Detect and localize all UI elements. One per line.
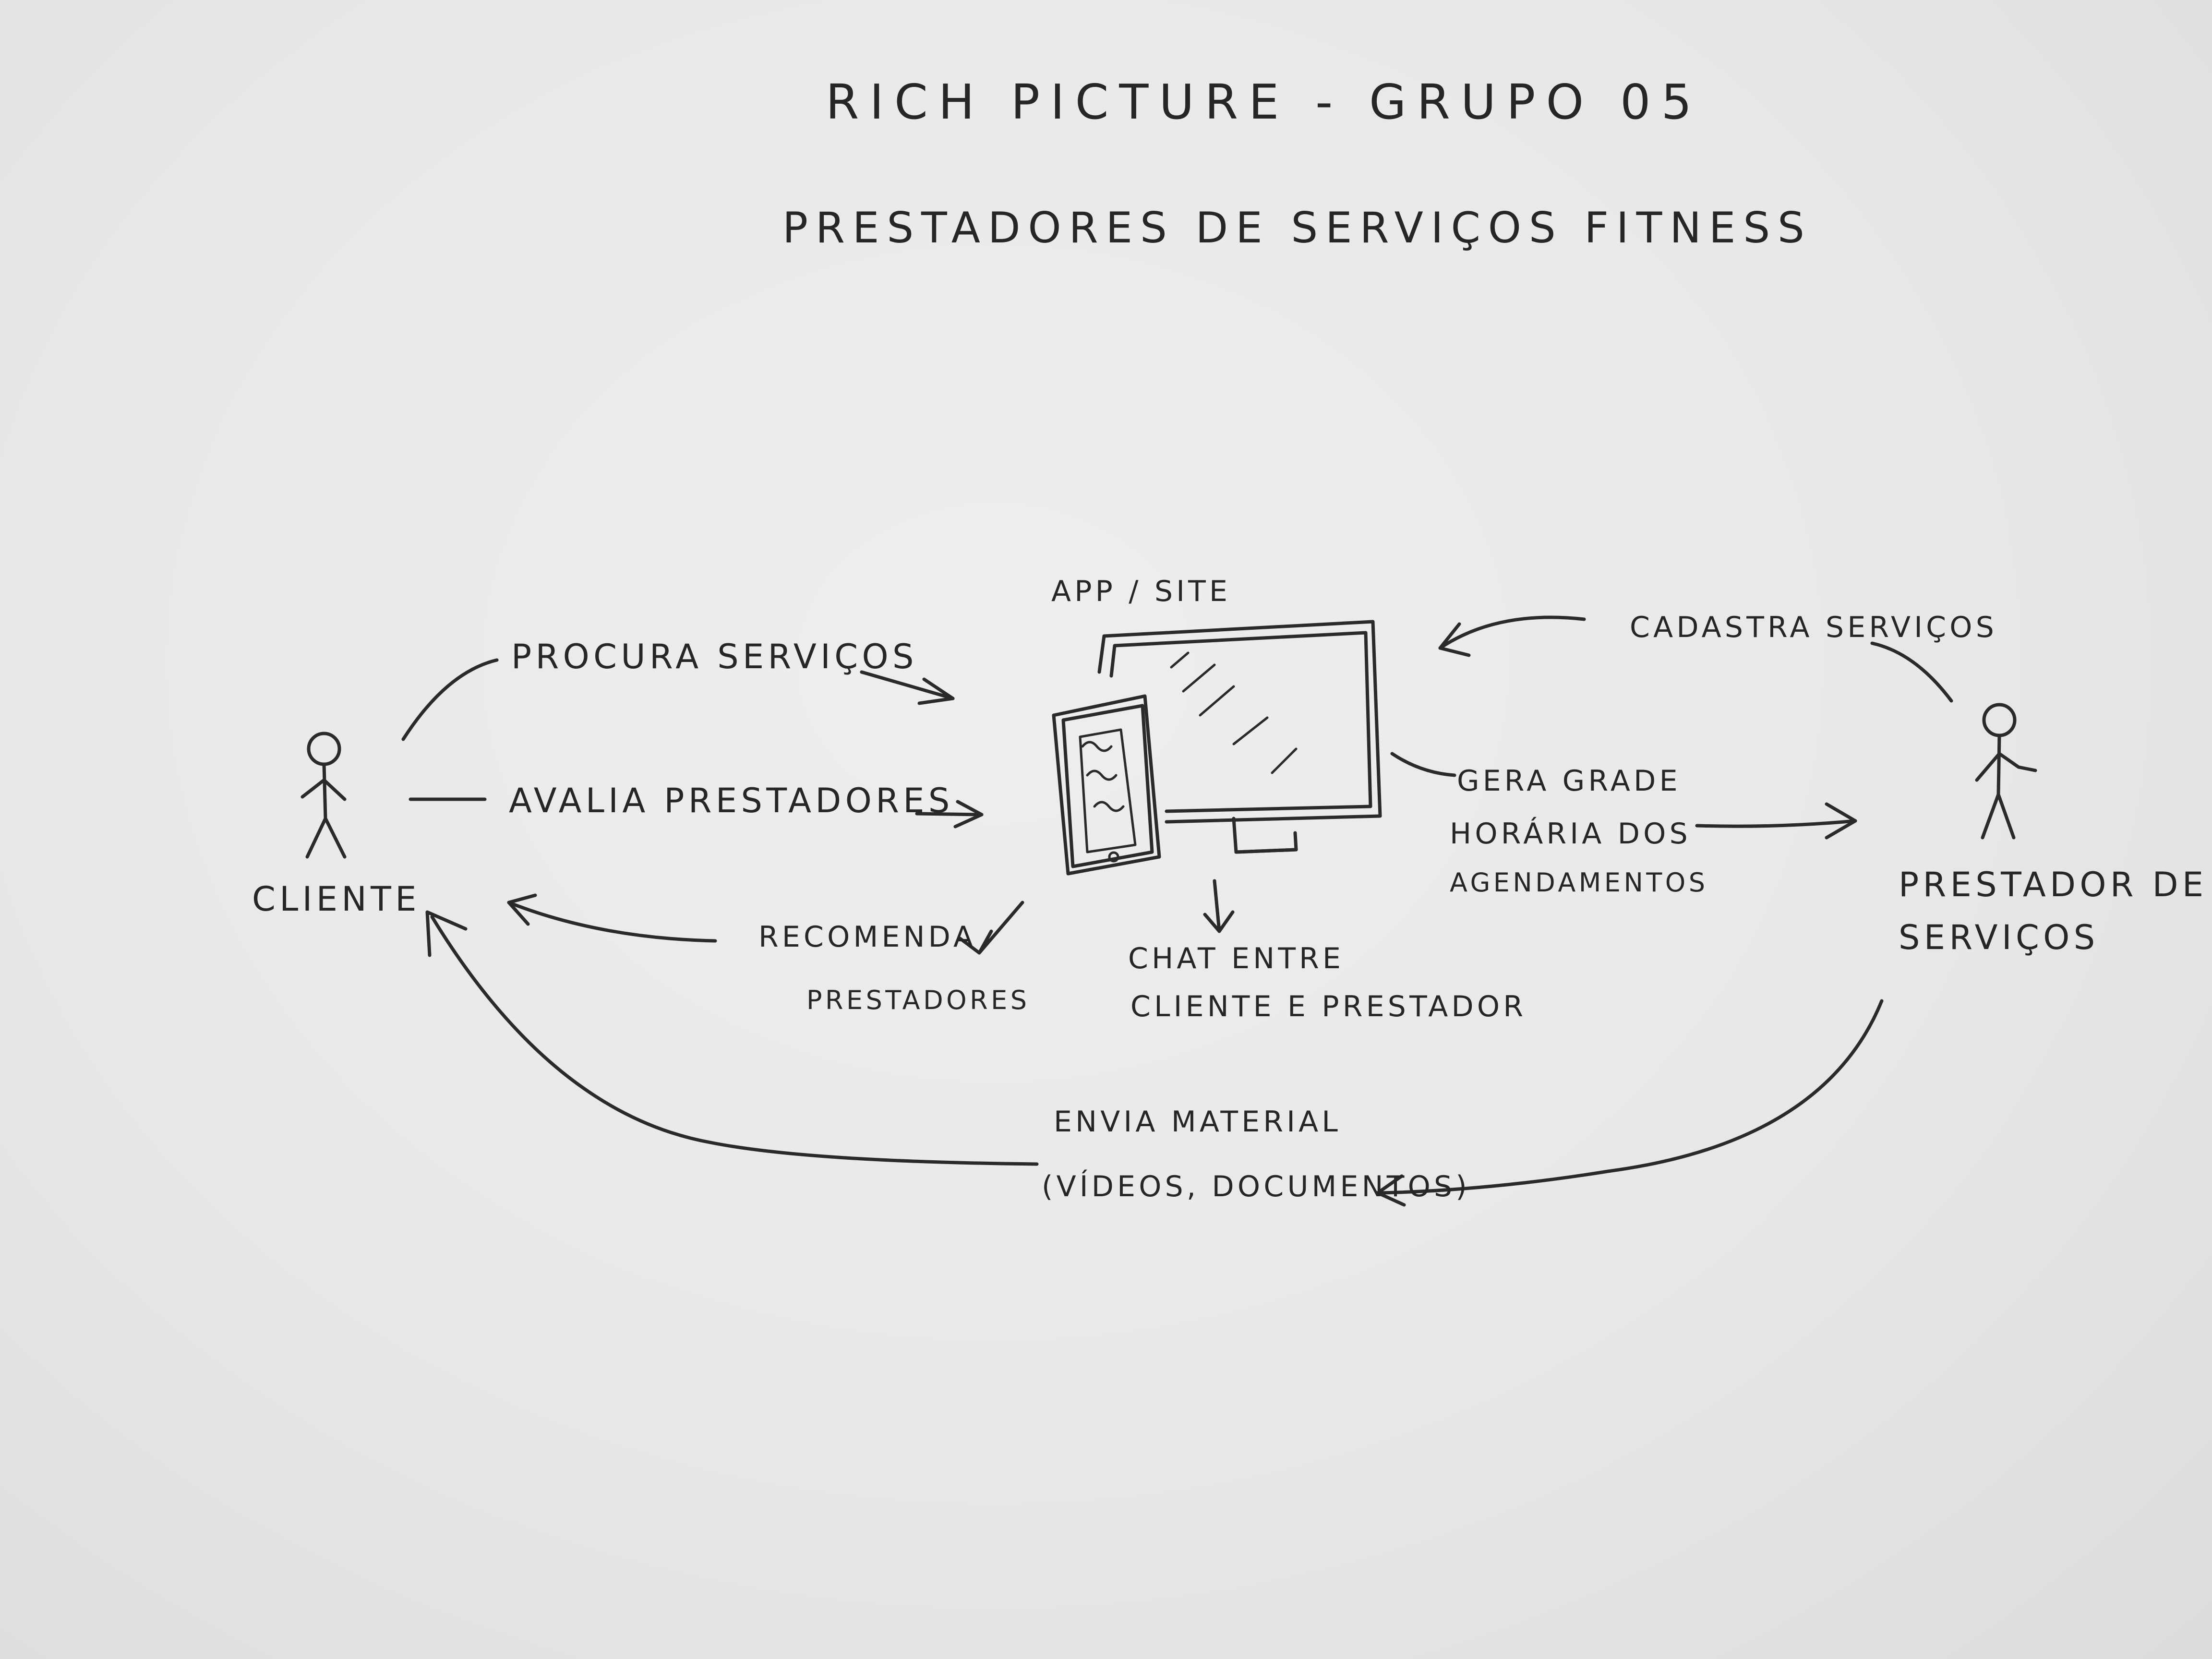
- recomenda-return-arrowhead: [507, 893, 537, 926]
- prestador-label-line2: SERVIÇOS: [1899, 918, 2099, 957]
- cadastra-servicos-label: CADASTRA SERVIÇOS: [1630, 611, 1997, 644]
- gera-grade-label-line1: GERA GRADE: [1457, 764, 1681, 798]
- diagram-subtitle: PRESTADORES DE SERVIÇOS FITNESS: [782, 203, 1812, 252]
- avalia-prestadores-arrow: [915, 812, 984, 817]
- gera-grade-label-line3: AGENDAMENTOS: [1450, 867, 1708, 898]
- envia-material-left-arrowhead: [425, 910, 468, 957]
- cadastra-arrow: [1438, 615, 1586, 650]
- recomenda-connector-tip: [958, 929, 993, 955]
- envia-material-curve-left: [430, 915, 1039, 1166]
- chat-arrowhead: [1203, 910, 1235, 933]
- procura-servicos-label: PROCURA SERVIÇOS: [511, 637, 918, 676]
- chat-label-line1: CHAT ENTRE: [1128, 942, 1345, 975]
- chat-arrow: [1213, 879, 1221, 933]
- app-site-label: APP / SITE: [1051, 575, 1231, 608]
- procura-servicos-arrowhead: [917, 677, 955, 705]
- gera-grade-connector: [1390, 752, 1456, 777]
- prestador-label-line1: PRESTADOR DE: [1899, 865, 2208, 904]
- avalia-prestadores-label: AVALIA PRESTADORES: [509, 781, 954, 820]
- monitor-icon: [1097, 620, 1382, 854]
- recomenda-label-line1: RECOMENDA: [758, 920, 977, 954]
- recomenda-return-arrow: [507, 901, 717, 943]
- cadastra-arrowhead: [1438, 622, 1471, 657]
- envia-material-curve-right: [1378, 999, 1884, 1195]
- envia-material-label-line1: ENVIA MATERIAL: [1054, 1105, 1342, 1139]
- cliente-label: CLIENTE: [252, 879, 421, 919]
- procura-servicos-arrow: [860, 670, 955, 700]
- recomenda-connector: [977, 901, 1024, 955]
- avalia-prestadores-arrowhead: [953, 800, 984, 829]
- diagram-title: RICH PICTURE - GRUPO 05: [826, 74, 1703, 130]
- phone-icon: [1052, 694, 1161, 876]
- cliente-stick-figure: [301, 732, 347, 859]
- envia-material-arrowhead: [1376, 1174, 1406, 1207]
- prestador-stick-figure: [1975, 703, 2037, 840]
- recomenda-label-line2: PRESTADORES: [806, 985, 1030, 1015]
- envia-material-label-line2: (VÍDEOS, DOCUMENTOS): [1042, 1170, 1470, 1203]
- cadastra-connector: [1870, 641, 1953, 703]
- chat-label-line2: CLIENTE E PRESTADOR: [1130, 990, 1527, 1023]
- gera-grade-arrowhead: [1825, 802, 1857, 840]
- gera-grade-arrow: [1695, 819, 1857, 828]
- gera-grade-label-line2: HORÁRIA DOS: [1450, 817, 1691, 851]
- procura-servicos-connector: [401, 658, 499, 741]
